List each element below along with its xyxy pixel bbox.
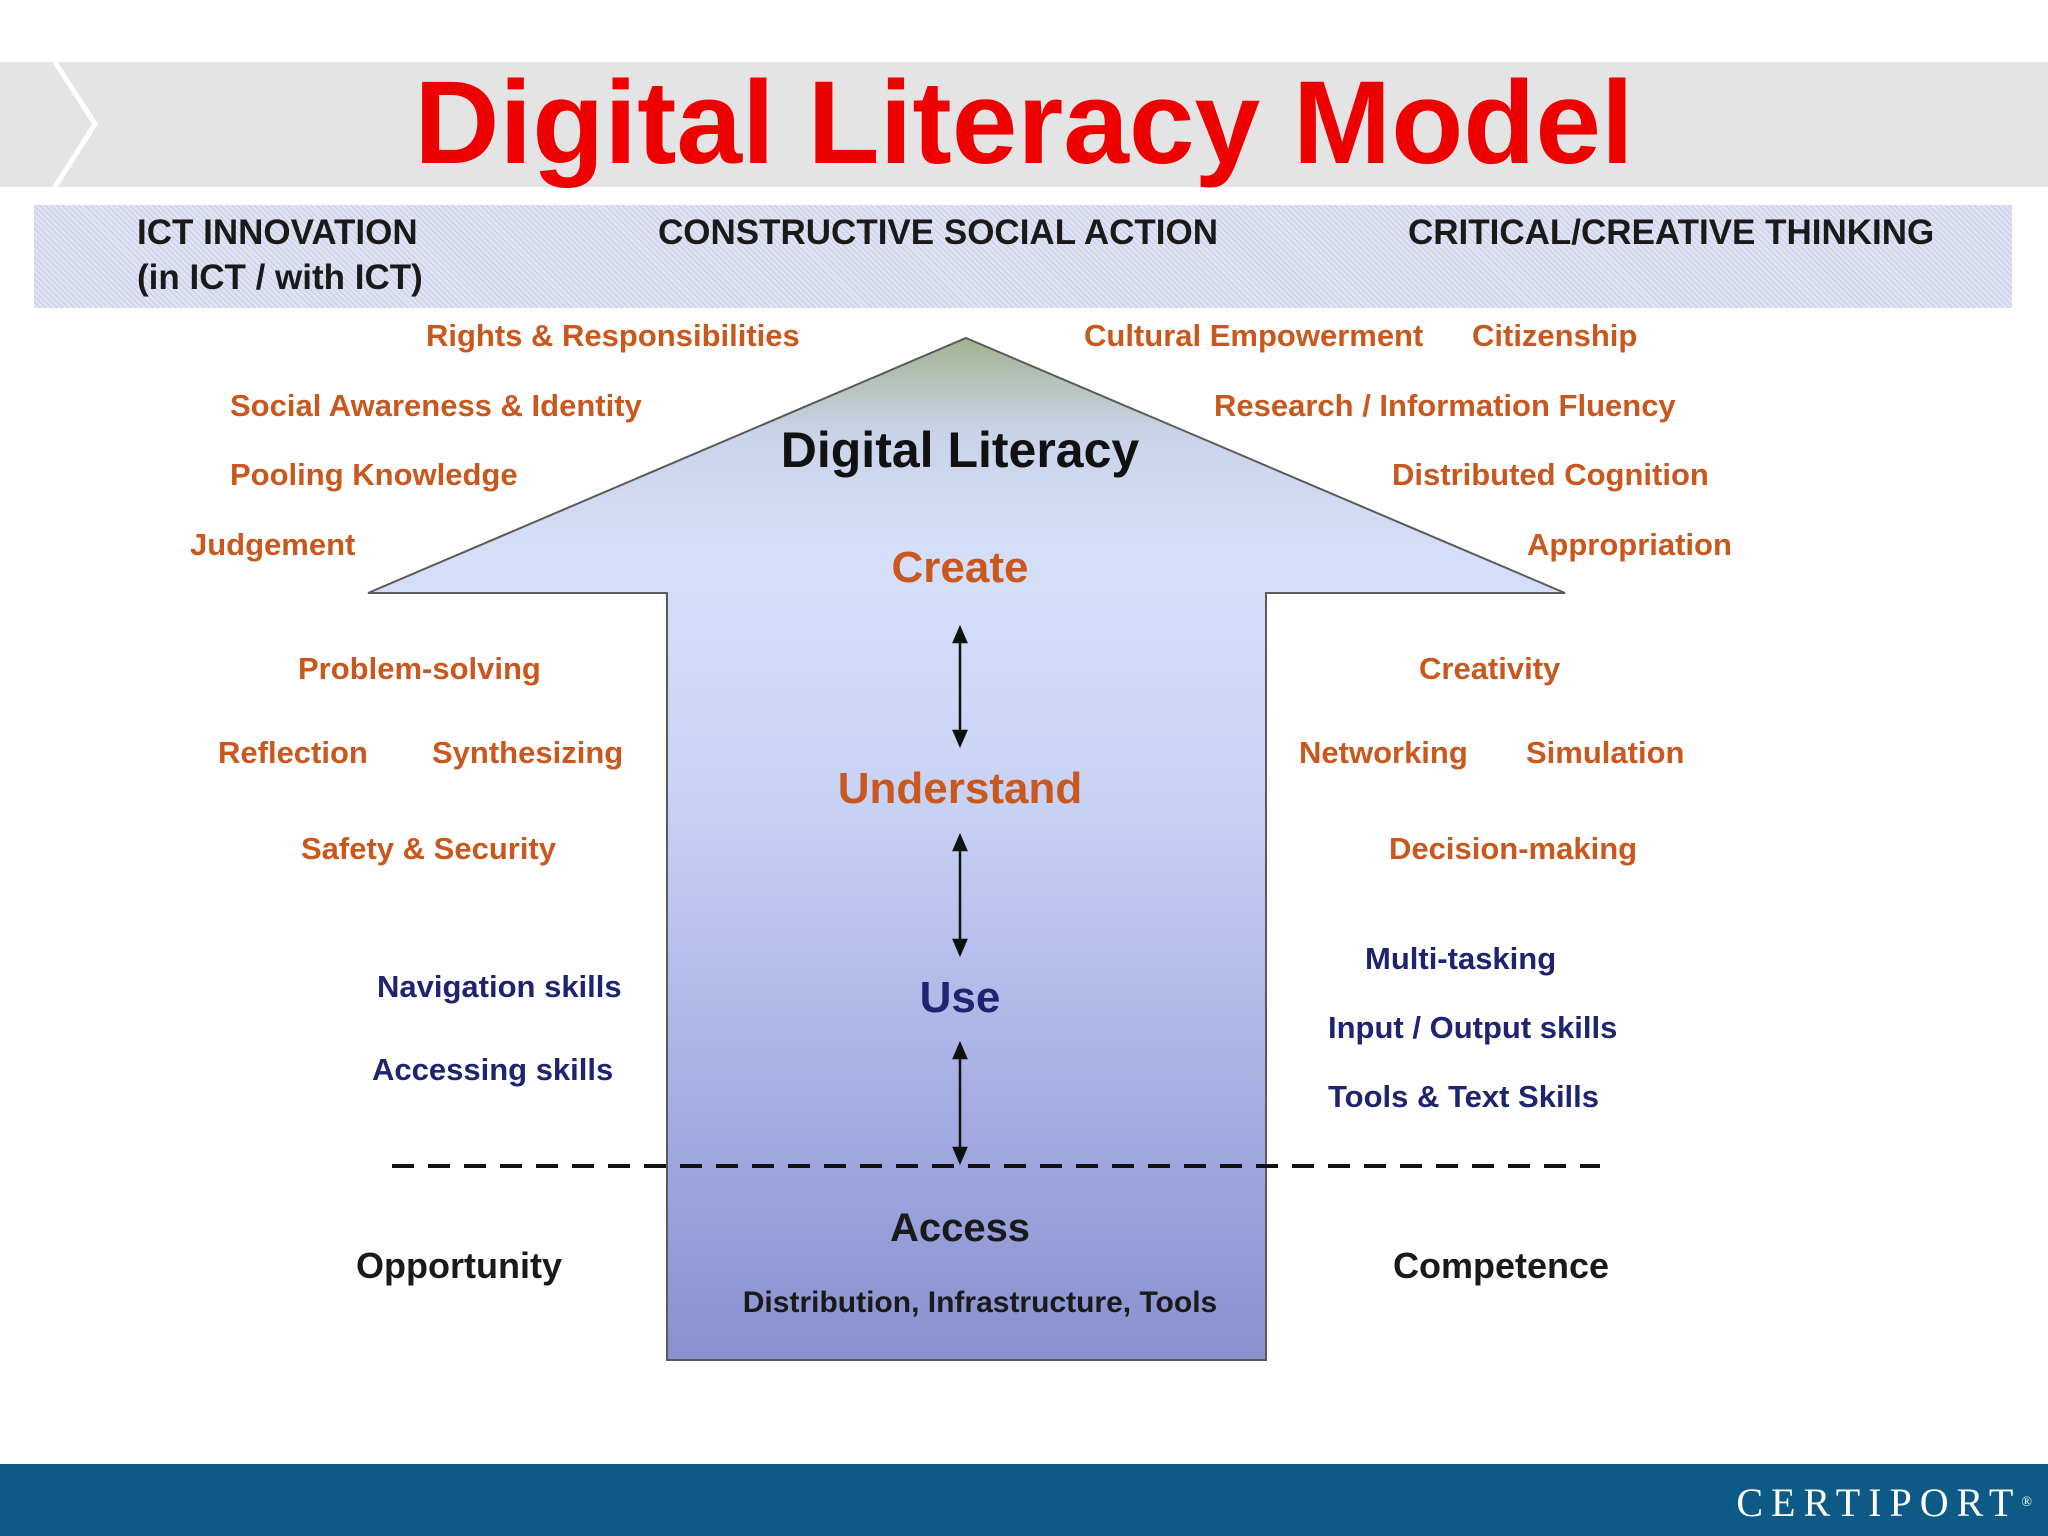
footer-bar	[0, 1464, 2048, 1536]
certiport-logo: CERTIPORT®	[1736, 1480, 2032, 1525]
label-problem-solving: Problem-solving	[298, 651, 541, 686]
label-citizenship: Citizenship	[1472, 318, 1638, 353]
connector-use-access	[952, 1040, 968, 1166]
level-use: Use	[919, 973, 1001, 1022]
label-creativity: Creativity	[1419, 651, 1561, 686]
label-synthesizing: Synthesizing	[432, 735, 624, 770]
label-pooling-knowledge: Pooling Knowledge	[230, 457, 518, 492]
level-understand: Understand	[837, 764, 1083, 813]
category-critical-creative-thinking: CRITICAL/CREATIVE THINKING	[1408, 213, 1935, 252]
label-cultural-empowerment: Cultural Empowerment	[1084, 318, 1424, 353]
category-ict-innovation-sub: (in ICT / with ICT)	[137, 258, 423, 297]
label-appropriation: Appropriation	[1527, 527, 1732, 562]
label-social-awareness-identity: Social Awareness & Identity	[230, 388, 642, 423]
label-judgement: Judgement	[190, 527, 356, 562]
label-reflection: Reflection	[218, 735, 368, 770]
level-create: Create	[891, 543, 1029, 592]
connector-understand-use	[952, 832, 968, 958]
slide-title: Digital Literacy Model	[414, 57, 1634, 189]
level-access-subtitle: Distribution, Infrastructure, Tools	[742, 1286, 1218, 1319]
label-rights-responsibilities: Rights & Responsibilities	[426, 318, 800, 353]
label-competence: Competence	[1393, 1245, 1610, 1286]
level-access: Access	[889, 1206, 1031, 1250]
arrow-heading: Digital Literacy	[780, 422, 1140, 478]
label-distributed-cognition: Distributed Cognition	[1392, 457, 1709, 492]
category-ict-innovation: ICT INNOVATION	[137, 213, 418, 252]
label-opportunity: Opportunity	[356, 1245, 562, 1286]
certiport-logo-text: CERTIPORT	[1736, 1480, 2022, 1525]
label-decision-making: Decision-making	[1389, 831, 1638, 866]
label-tools-text-skills: Tools & Text Skills	[1328, 1079, 1600, 1114]
title-band	[0, 62, 2048, 187]
label-multi-tasking: Multi-tasking	[1365, 941, 1557, 976]
label-research-information-fluency: Research / Information Fluency	[1214, 388, 1676, 423]
category-band	[34, 205, 2012, 308]
label-accessing-skills: Accessing skills	[372, 1052, 614, 1087]
label-navigation-skills: Navigation skills	[377, 969, 622, 1004]
category-constructive-social-action: CONSTRUCTIVE SOCIAL ACTION	[658, 213, 1219, 252]
label-input-output-skills: Input / Output skills	[1328, 1010, 1618, 1045]
label-networking: Networking	[1299, 735, 1468, 770]
label-safety-security: Safety & Security	[301, 831, 556, 866]
connector-create-understand	[952, 624, 968, 749]
label-simulation: Simulation	[1526, 735, 1685, 770]
chevron-decoration	[52, 62, 98, 187]
